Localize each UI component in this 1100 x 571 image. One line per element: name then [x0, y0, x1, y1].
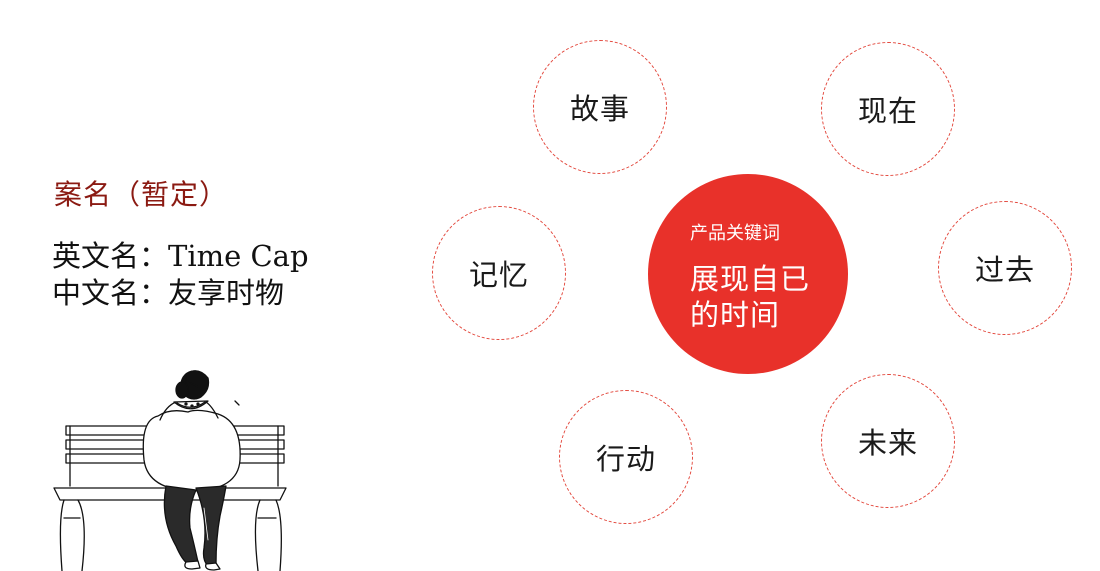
- keyword-circle-action: 行动: [559, 390, 693, 524]
- keyword-text: 故事: [569, 92, 630, 126]
- keyword-text: 记忆: [468, 258, 529, 292]
- keyword-circle-present: 现在: [821, 42, 955, 176]
- center-main-line-1: 展现自已: [690, 262, 811, 296]
- keyword-text: 未来: [857, 426, 918, 460]
- keyword-circle-past: 过去: [938, 201, 1072, 335]
- keyword-circle-memory: 记忆: [432, 206, 566, 340]
- keyword-circle-story: 故事: [533, 40, 667, 174]
- keyword-circle-future: 未来: [821, 374, 955, 508]
- woman-on-bench-illustration: [53, 370, 287, 571]
- case-title: 案名（暂定）: [54, 178, 229, 211]
- chinese-name: 中文名：友享时物: [52, 276, 285, 310]
- center-label: 产品关键词: [690, 223, 780, 244]
- keyword-text: 现在: [857, 94, 918, 128]
- center-keyword-circle: 产品关键词 展现自已 的时间: [648, 174, 848, 374]
- keyword-text: 过去: [974, 253, 1035, 287]
- keyword-text: 行动: [595, 442, 656, 476]
- english-name: 英文名：Time Cap: [52, 239, 309, 273]
- center-main-line-2: 的时间: [690, 298, 781, 332]
